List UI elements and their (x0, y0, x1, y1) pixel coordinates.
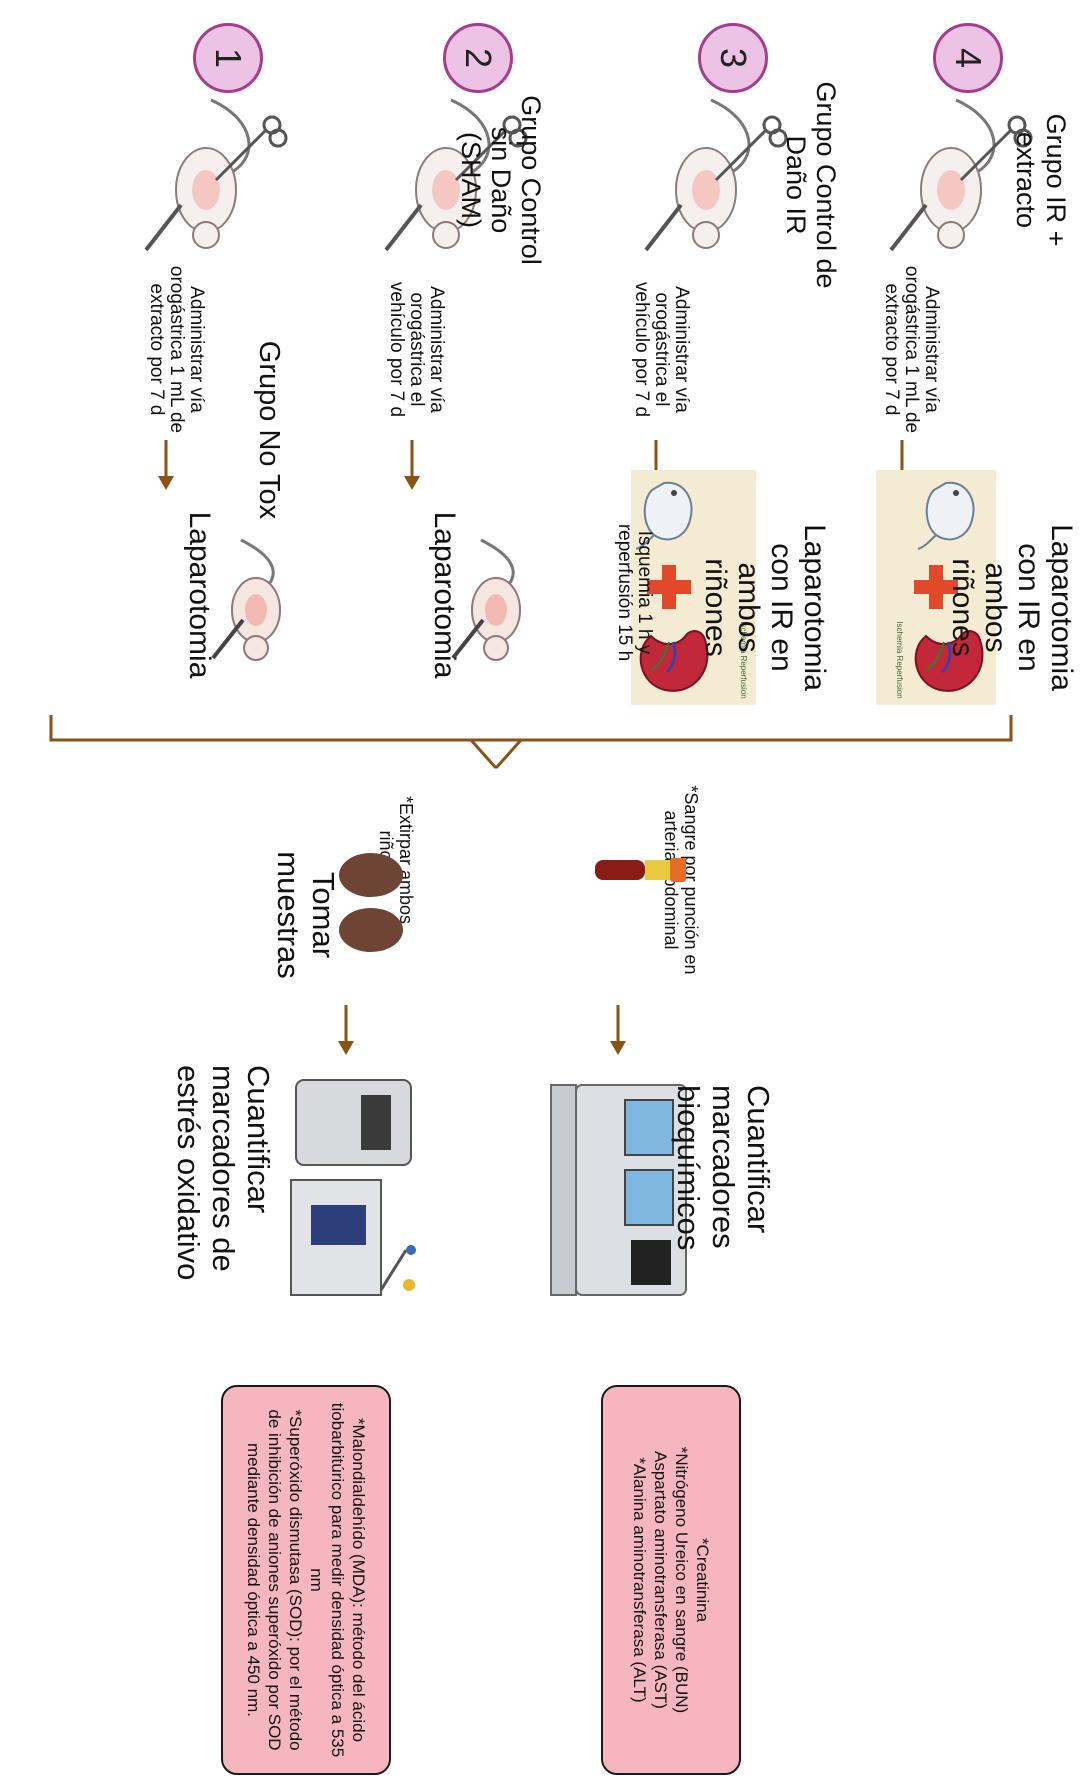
group-1-treatment: Administrar vía orogástrica 1 mL de extr… (146, 265, 207, 434)
kidney-icon (914, 630, 984, 692)
rat-laparotomy-icon (211, 538, 281, 661)
group-4-treatment: Administrar vía orogástrica 1 mL de extr… (881, 265, 942, 434)
plus-icon (914, 565, 958, 609)
group-2-treatment: Administrar vía orogástrica el vehículo … (386, 281, 447, 418)
kidney-result: Cuantificar marcadores de estrés oxidati… (171, 1065, 276, 1281)
group-3-procedure: Laparotomia con IR en ambos riñones (699, 524, 831, 691)
marker-alt: *Alanina aminotransferasa (ALT) (630, 1457, 649, 1703)
ischemia-label: Isquemia 1 h y reperfusión 15 h (614, 523, 655, 662)
group-2-name: Grupo Control sin Daño (SHAM) (456, 95, 546, 265)
arrow-blood (610, 1005, 626, 1055)
oxidative-markers-box: *Malondialdehído (MDA): método del ácido… (221, 1385, 391, 1775)
marker-creatinine: *Creatinina (693, 1537, 712, 1623)
marker-sod: *Superóxido dismutasa (SOD): por el méto… (244, 1409, 305, 1751)
kidney-sample-title: Tomar muestras (271, 851, 341, 979)
rat-laparotomy-icon (451, 538, 521, 661)
group-4-procedure: Laparotomia con IR en ambos riñones (946, 524, 1078, 691)
kidney-icon (639, 630, 709, 692)
rat-icon (917, 481, 975, 550)
marker-bun: *Nitrógeno Ureico en sangre (BUN) (672, 1446, 691, 1714)
lab-instruments-icon (290, 1079, 416, 1296)
rat-surgery-icon (644, 98, 788, 252)
rat-surgery-icon (889, 98, 1033, 252)
arrow-kidney (338, 1005, 354, 1055)
group-3-treatment: Administrar vía orogástrica el vehículo … (631, 281, 692, 418)
blood-tube-icon (595, 858, 686, 882)
biochemical-markers-box: *Creatinina *Nitrógeno Ureico en sangre … (601, 1385, 741, 1775)
kidney-caption: Ischemia Reperfusion (895, 621, 904, 699)
kidneys-icon (339, 853, 403, 952)
plus-icon (647, 565, 691, 609)
blood-result: Cuantificar marcadores bioquímicos (671, 1085, 776, 1251)
rat-icon (635, 481, 693, 550)
ischemia-reperfusion-panel: Ischemia Reperfusion (631, 470, 756, 705)
group-4-name: Grupo IR + extracto (1011, 113, 1071, 247)
grouping-bracket (49, 715, 1013, 769)
rat-surgery-icon (144, 98, 288, 252)
biochemical-analyzer-icon (550, 1084, 687, 1296)
ischemia-reperfusion-panel: Ischemia Reperfusion (876, 470, 996, 705)
marker-ast: Aspartato aminotransferasa (AST) (651, 1451, 670, 1709)
arrow-2-treatment (404, 440, 420, 490)
arrow-1-treatment (158, 440, 174, 490)
rat-surgery-icon (384, 98, 528, 252)
marker-mda: *Malondialdehído (MDA): método del ácido… (307, 1402, 368, 1758)
group-3-name: Grupo Control de Daño IR (781, 81, 841, 289)
